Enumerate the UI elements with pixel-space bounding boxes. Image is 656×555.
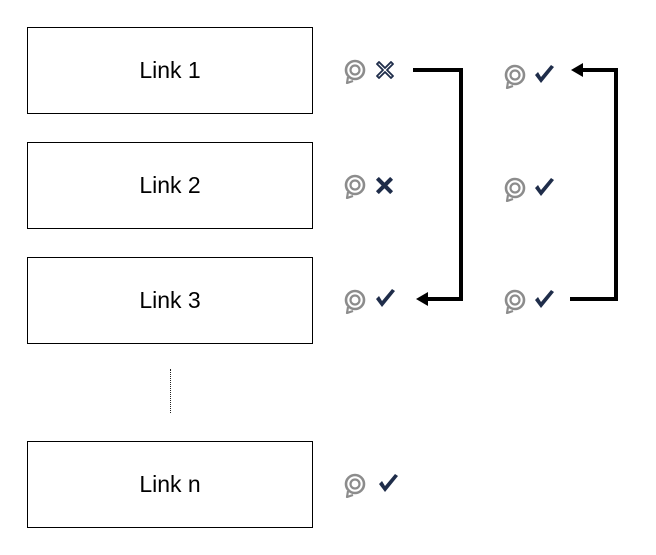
checkmark-icon [377,472,399,494]
sync-icon [502,288,528,314]
link-n-label: Link n [139,471,201,497]
sync-icon [502,63,528,89]
ellipsis-divider [170,369,171,413]
cross-outline-icon [375,60,395,80]
link-3-box: Link 3 [27,257,313,344]
arrowhead-left [416,292,428,306]
checkmark-icon [374,287,396,309]
link-n-box: Link n [27,441,313,528]
cross-filled-icon [375,176,394,195]
link-2-box: Link 2 [27,142,313,229]
checkmark-icon [533,63,555,85]
link-1-label: Link 1 [139,57,201,83]
arrowhead-right [571,63,583,77]
arrow-link1-to-link3 [413,68,463,301]
sync-icon [342,288,368,314]
checkmark-icon [533,288,555,310]
arrow-link3-to-link1 [570,68,618,301]
link-1-box: Link 1 [27,27,313,114]
sync-icon [342,58,368,84]
checkmark-icon [533,176,555,198]
link-2-label: Link 2 [139,172,201,198]
link-3-label: Link 3 [139,287,201,313]
sync-icon [502,176,528,202]
sync-icon [342,173,368,199]
sync-icon [342,472,368,498]
